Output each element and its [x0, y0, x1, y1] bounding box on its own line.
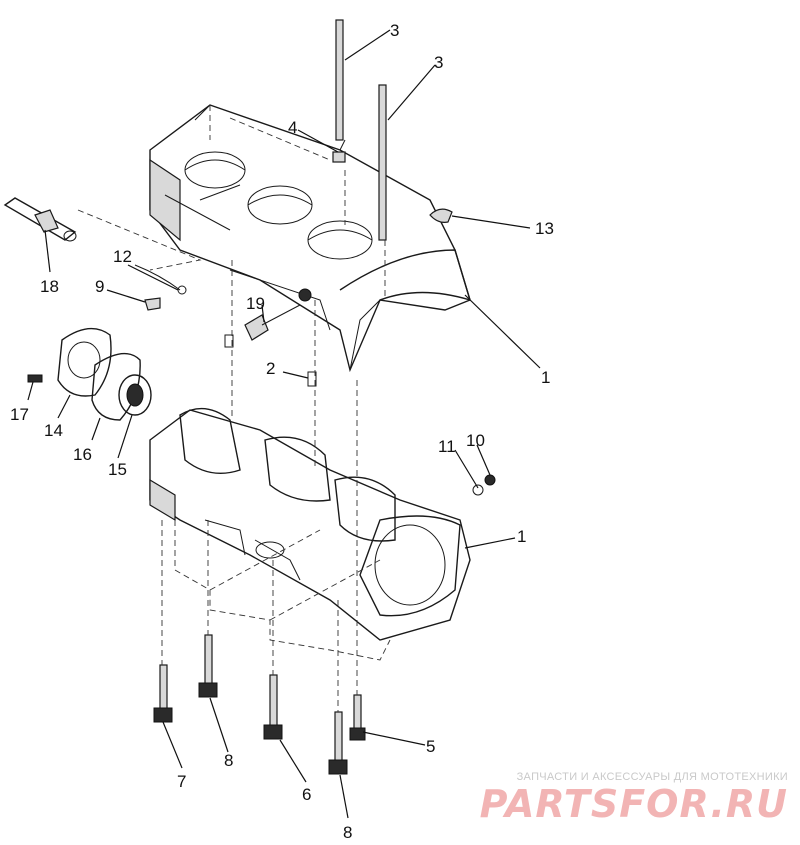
- callout-12: 12: [113, 247, 132, 266]
- bolts: [153, 634, 366, 775]
- callout-10: 10: [466, 431, 485, 450]
- callout-2: 2: [266, 359, 275, 378]
- callout-14: 14: [44, 421, 63, 440]
- callout-17: 17: [10, 405, 29, 424]
- callout-15: 15: [108, 460, 127, 479]
- watermark-caption: ЗАПЧАСТИ И АКСЕССУАРЫ ДЛЯ МОТОТЕХНИКИ: [516, 771, 788, 783]
- alignment-lines: [77, 105, 386, 712]
- upper-crankcase: [149, 104, 472, 373]
- lower-crankcase: [149, 407, 496, 661]
- watermark-logo: PARTSFOR.RU: [479, 782, 788, 826]
- callout-5: 5: [426, 737, 435, 756]
- callout-labels: 1 1 2 3 3 4 5 6 7 8 8 9 10 11 12 13 14 1…: [10, 21, 554, 842]
- callout-13: 13: [535, 219, 554, 238]
- watermark: ЗАПЧАСТИ И АКСЕССУАРЫ ДЛЯ МОТОТЕХНИКИ PA…: [480, 771, 788, 823]
- callout-19: 19: [246, 294, 265, 313]
- callout-9: 9: [95, 277, 104, 296]
- studs-3: [335, 19, 387, 241]
- callout-6: 6: [302, 785, 311, 804]
- callout-11: 11: [438, 437, 456, 456]
- callout-18: 18: [40, 277, 59, 296]
- shaft-18: [3, 197, 77, 242]
- callout-8-mid: 8: [224, 751, 233, 770]
- callout-3-left: 3: [390, 21, 399, 40]
- callout-1-upper: 1: [541, 368, 550, 387]
- callout-1-lower: 1: [517, 527, 526, 546]
- side-cover-group: [27, 327, 152, 421]
- callout-3-right: 3: [434, 53, 443, 72]
- callout-8-bottom: 8: [343, 823, 352, 842]
- callout-4: 4: [288, 118, 297, 137]
- callout-16: 16: [73, 445, 92, 464]
- small-parts: [134, 151, 453, 387]
- callout-7: 7: [177, 772, 186, 791]
- leader-lines: [27, 29, 541, 819]
